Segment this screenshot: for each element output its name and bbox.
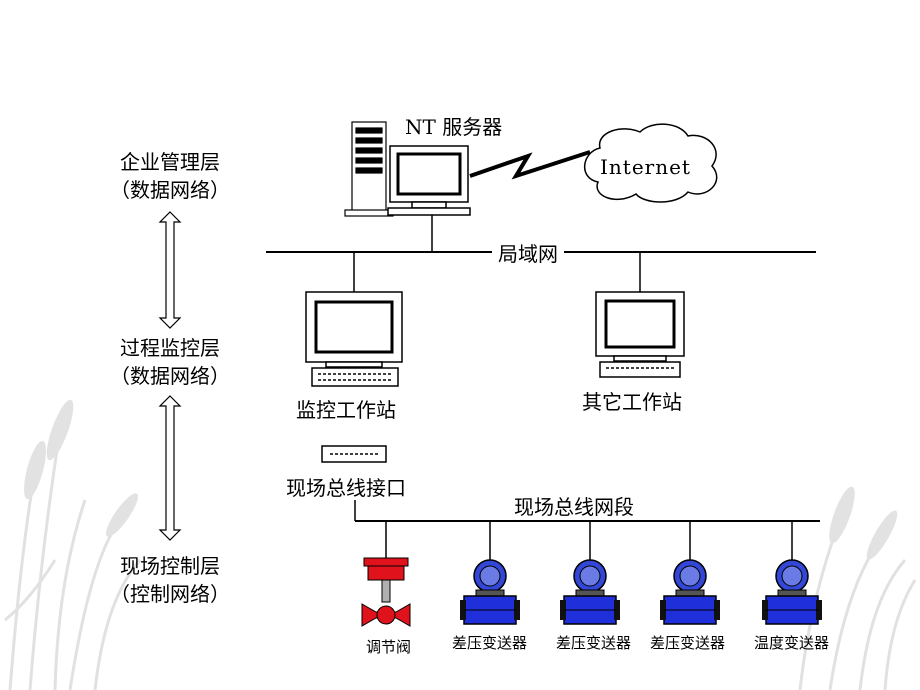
internet-label: Internet (600, 155, 691, 179)
pressure-transmitter-icon (560, 521, 620, 625)
field-devices (361, 521, 822, 627)
monitor-workstation-icon (305, 291, 403, 387)
level-field-name: 现场控制层 (120, 554, 220, 578)
device-label: 差压变送器 (452, 634, 528, 652)
device-label: 差压变送器 (556, 634, 632, 652)
level-arrow-upper (158, 211, 182, 329)
pressure-transmitter-icon (460, 521, 520, 625)
lan-label: 局域网 (492, 244, 564, 264)
device-label: 调节阀 (366, 638, 412, 656)
fieldbus-segment-label: 现场总线网段 (514, 495, 634, 519)
monitor-workstation-label: 监控工作站 (296, 398, 396, 422)
pressure-transmitter-icon (762, 521, 822, 625)
background-grass-art (4, 429, 917, 690)
background-grass-heads (24, 399, 898, 560)
server-monitor-icon (387, 145, 471, 216)
level-process-network: （数据网络） (110, 364, 230, 388)
level-enterprise-name: 企业管理层 (120, 150, 220, 174)
device-label: 差压变送器 (650, 634, 726, 652)
level-arrow-lower (158, 395, 182, 541)
other-workstation-label: 其它工作站 (582, 390, 682, 414)
other-workstation-icon (595, 291, 685, 378)
level-field-network: （控制网络） (110, 582, 230, 606)
level-process-name: 过程监控层 (120, 336, 220, 360)
internet-link (469, 150, 591, 180)
pressure-transmitter-icon (660, 521, 720, 625)
server-label: NT 服务器 (405, 115, 503, 139)
fieldbus-interface-label: 现场总线接口 (286, 476, 406, 500)
server-icon (344, 121, 394, 217)
control-valve-icon (361, 521, 411, 627)
level-enterprise-network: （数据网络） (110, 178, 230, 202)
fieldbus-interface-icon (321, 445, 387, 463)
internet-cloud-icon (583, 123, 718, 203)
device-label: 温度变送器 (754, 634, 830, 652)
